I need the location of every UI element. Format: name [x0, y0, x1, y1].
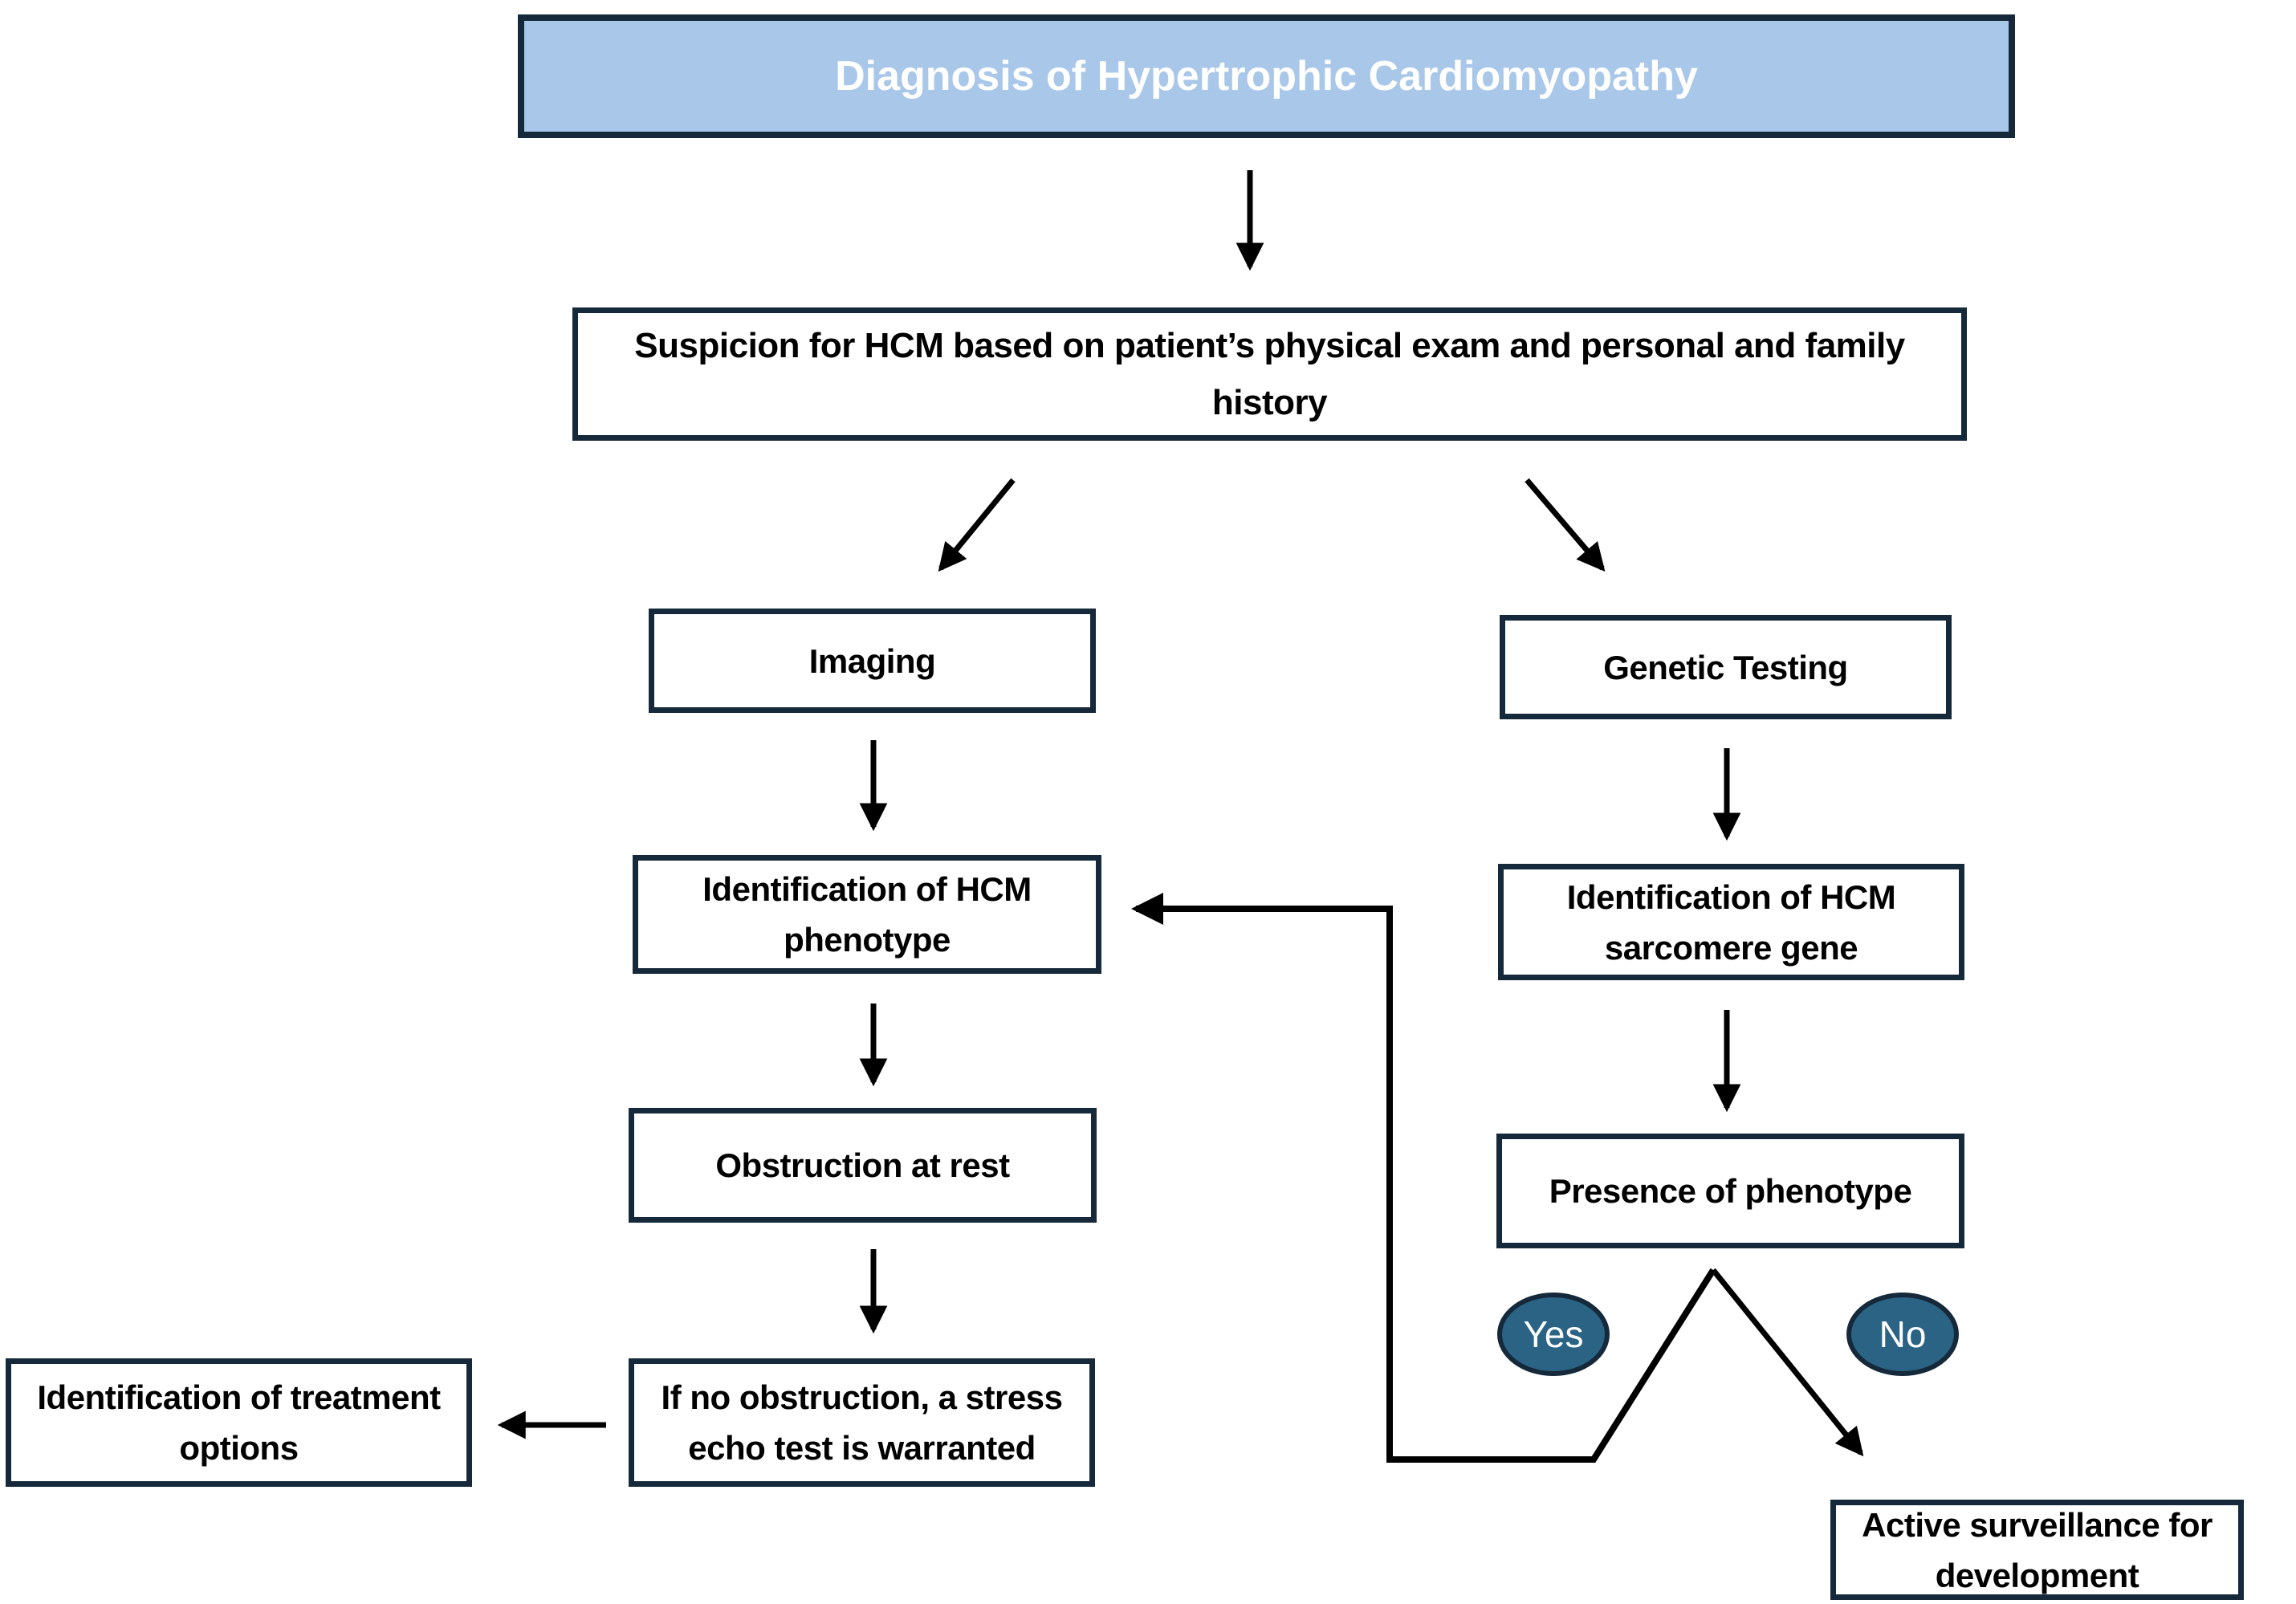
imaging-label: Imaging [808, 641, 936, 680]
title-label: Diagnosis of Hypertrophic Cardiomyopathy [835, 53, 1698, 100]
presence-of-phenotype-label: Presence of phenotype [1549, 1172, 1912, 1210]
node-active-surveillance: Active surveillance for development [1830, 1500, 2244, 1600]
obstruction-at-rest-label: Obstruction at rest [715, 1146, 1010, 1184]
treatment-options-label: Identification of treatment options [37, 1378, 441, 1467]
sarcomere-gene-label: Identification of HCM sarcomere gene [1566, 877, 1896, 967]
node-presence-of-phenotype: Presence of phenotype [1496, 1134, 1964, 1248]
node-stress-echo: If no obstruction, a stress echo test is… [629, 1358, 1095, 1487]
path-yes-feedback-to-phenotype [1131, 893, 1716, 1463]
hcm-phenotype-label: Identification of HCM phenotype [702, 870, 1032, 959]
decision-no-badge: No [1846, 1293, 1959, 1376]
arrow-suspicion-to-genetic [1525, 478, 1606, 572]
node-obstruction-at-rest: Obstruction at rest [629, 1108, 1097, 1223]
node-sarcomere-gene: Identification of HCM sarcomere gene [1498, 864, 1964, 980]
node-genetic-testing: Genetic Testing [1500, 615, 1952, 719]
decision-yes-badge: Yes [1497, 1293, 1610, 1376]
node-treatment-options: Identification of treatment options [6, 1358, 472, 1487]
arrow-no-to-surveillance [1711, 1268, 1864, 1457]
node-hcm-phenotype: Identification of HCM phenotype [633, 855, 1101, 974]
active-surveillance-label: Active surveillance for development [1862, 1505, 2213, 1594]
decision-no-label: No [1879, 1313, 1927, 1355]
suspicion-label: Suspicion for HCM based on patient’s phy… [634, 325, 1905, 422]
node-suspicion: Suspicion for HCM based on patient’s phy… [572, 307, 1967, 441]
genetic-testing-label: Genetic Testing [1603, 648, 1848, 686]
stress-echo-label: If no obstruction, a stress echo test is… [661, 1378, 1063, 1467]
node-imaging: Imaging [649, 609, 1096, 713]
decision-yes-label: Yes [1523, 1313, 1584, 1355]
node-title: Diagnosis of Hypertrophic Cardiomyopathy [518, 14, 2015, 138]
arrow-suspicion-to-imaging [938, 478, 1016, 572]
